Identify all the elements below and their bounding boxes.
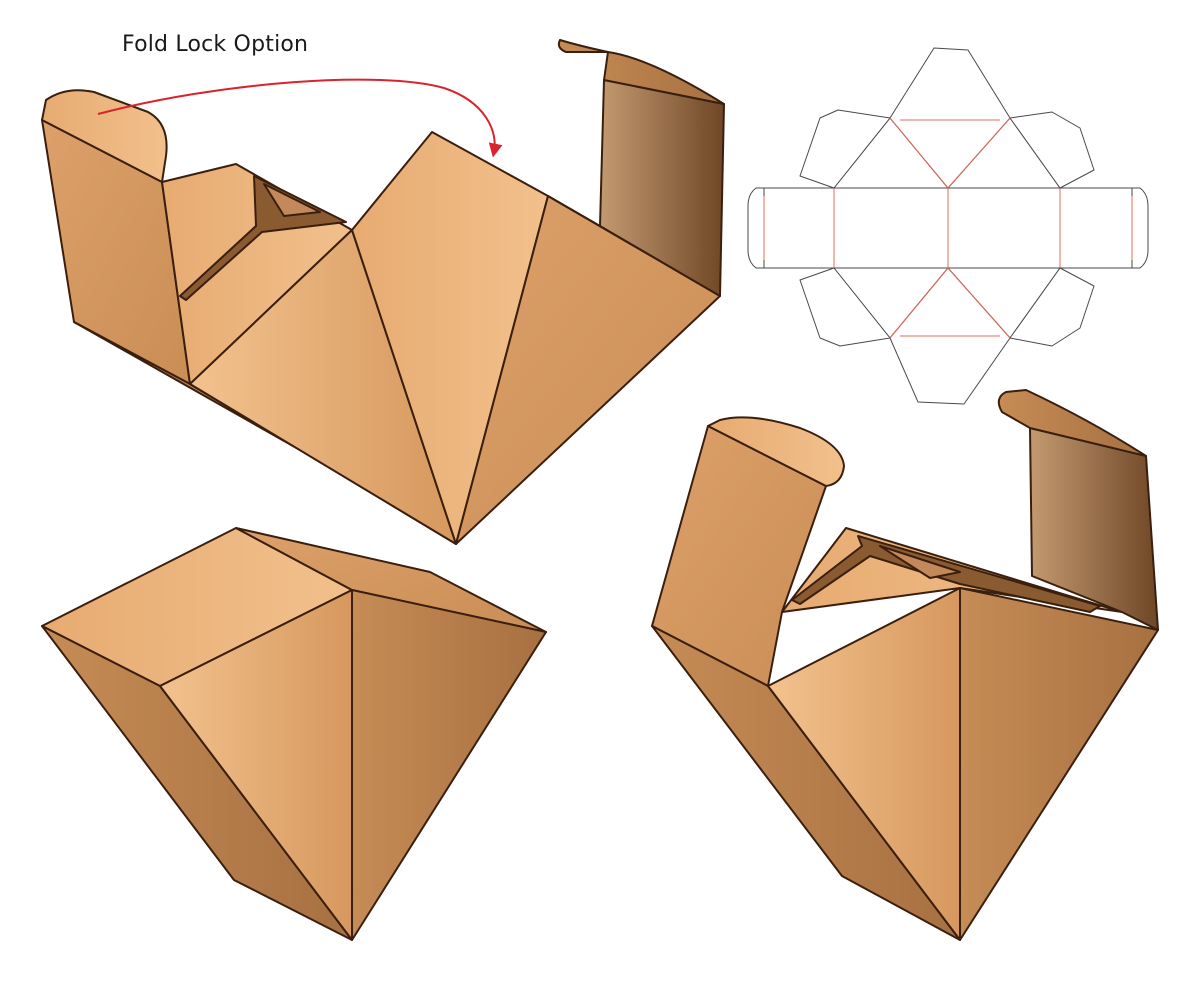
fold-lock-annotation	[97, 78, 503, 158]
lock-box-view	[651, 389, 1159, 941]
fold-lock-label: Fold Lock Option	[122, 32, 309, 57]
annotation-arrow	[97, 78, 503, 158]
dieline-side-flap	[1009, 111, 1095, 189]
closed-box-front-right	[351, 589, 547, 941]
fold-lock-tab	[263, 183, 321, 217]
dieline-side-flap	[799, 109, 891, 189]
box-dust-flap	[41, 89, 168, 183]
closed-box-view	[41, 527, 547, 941]
lock-box-tuck-flap	[997, 389, 1147, 457]
lock-box-front-right	[959, 587, 1159, 941]
lock-box-tab	[879, 545, 961, 579]
lock-box-dust-flap	[707, 416, 845, 487]
box-tuck-flap	[557, 39, 725, 105]
dieline-end-flap-right	[1131, 187, 1149, 269]
dieline-view	[747, 47, 1149, 405]
dieline-side-flap	[1009, 267, 1095, 347]
dieline-end-flap-left	[747, 187, 765, 269]
open-box-view	[41, 39, 725, 545]
dieline-side-flap	[799, 267, 891, 347]
